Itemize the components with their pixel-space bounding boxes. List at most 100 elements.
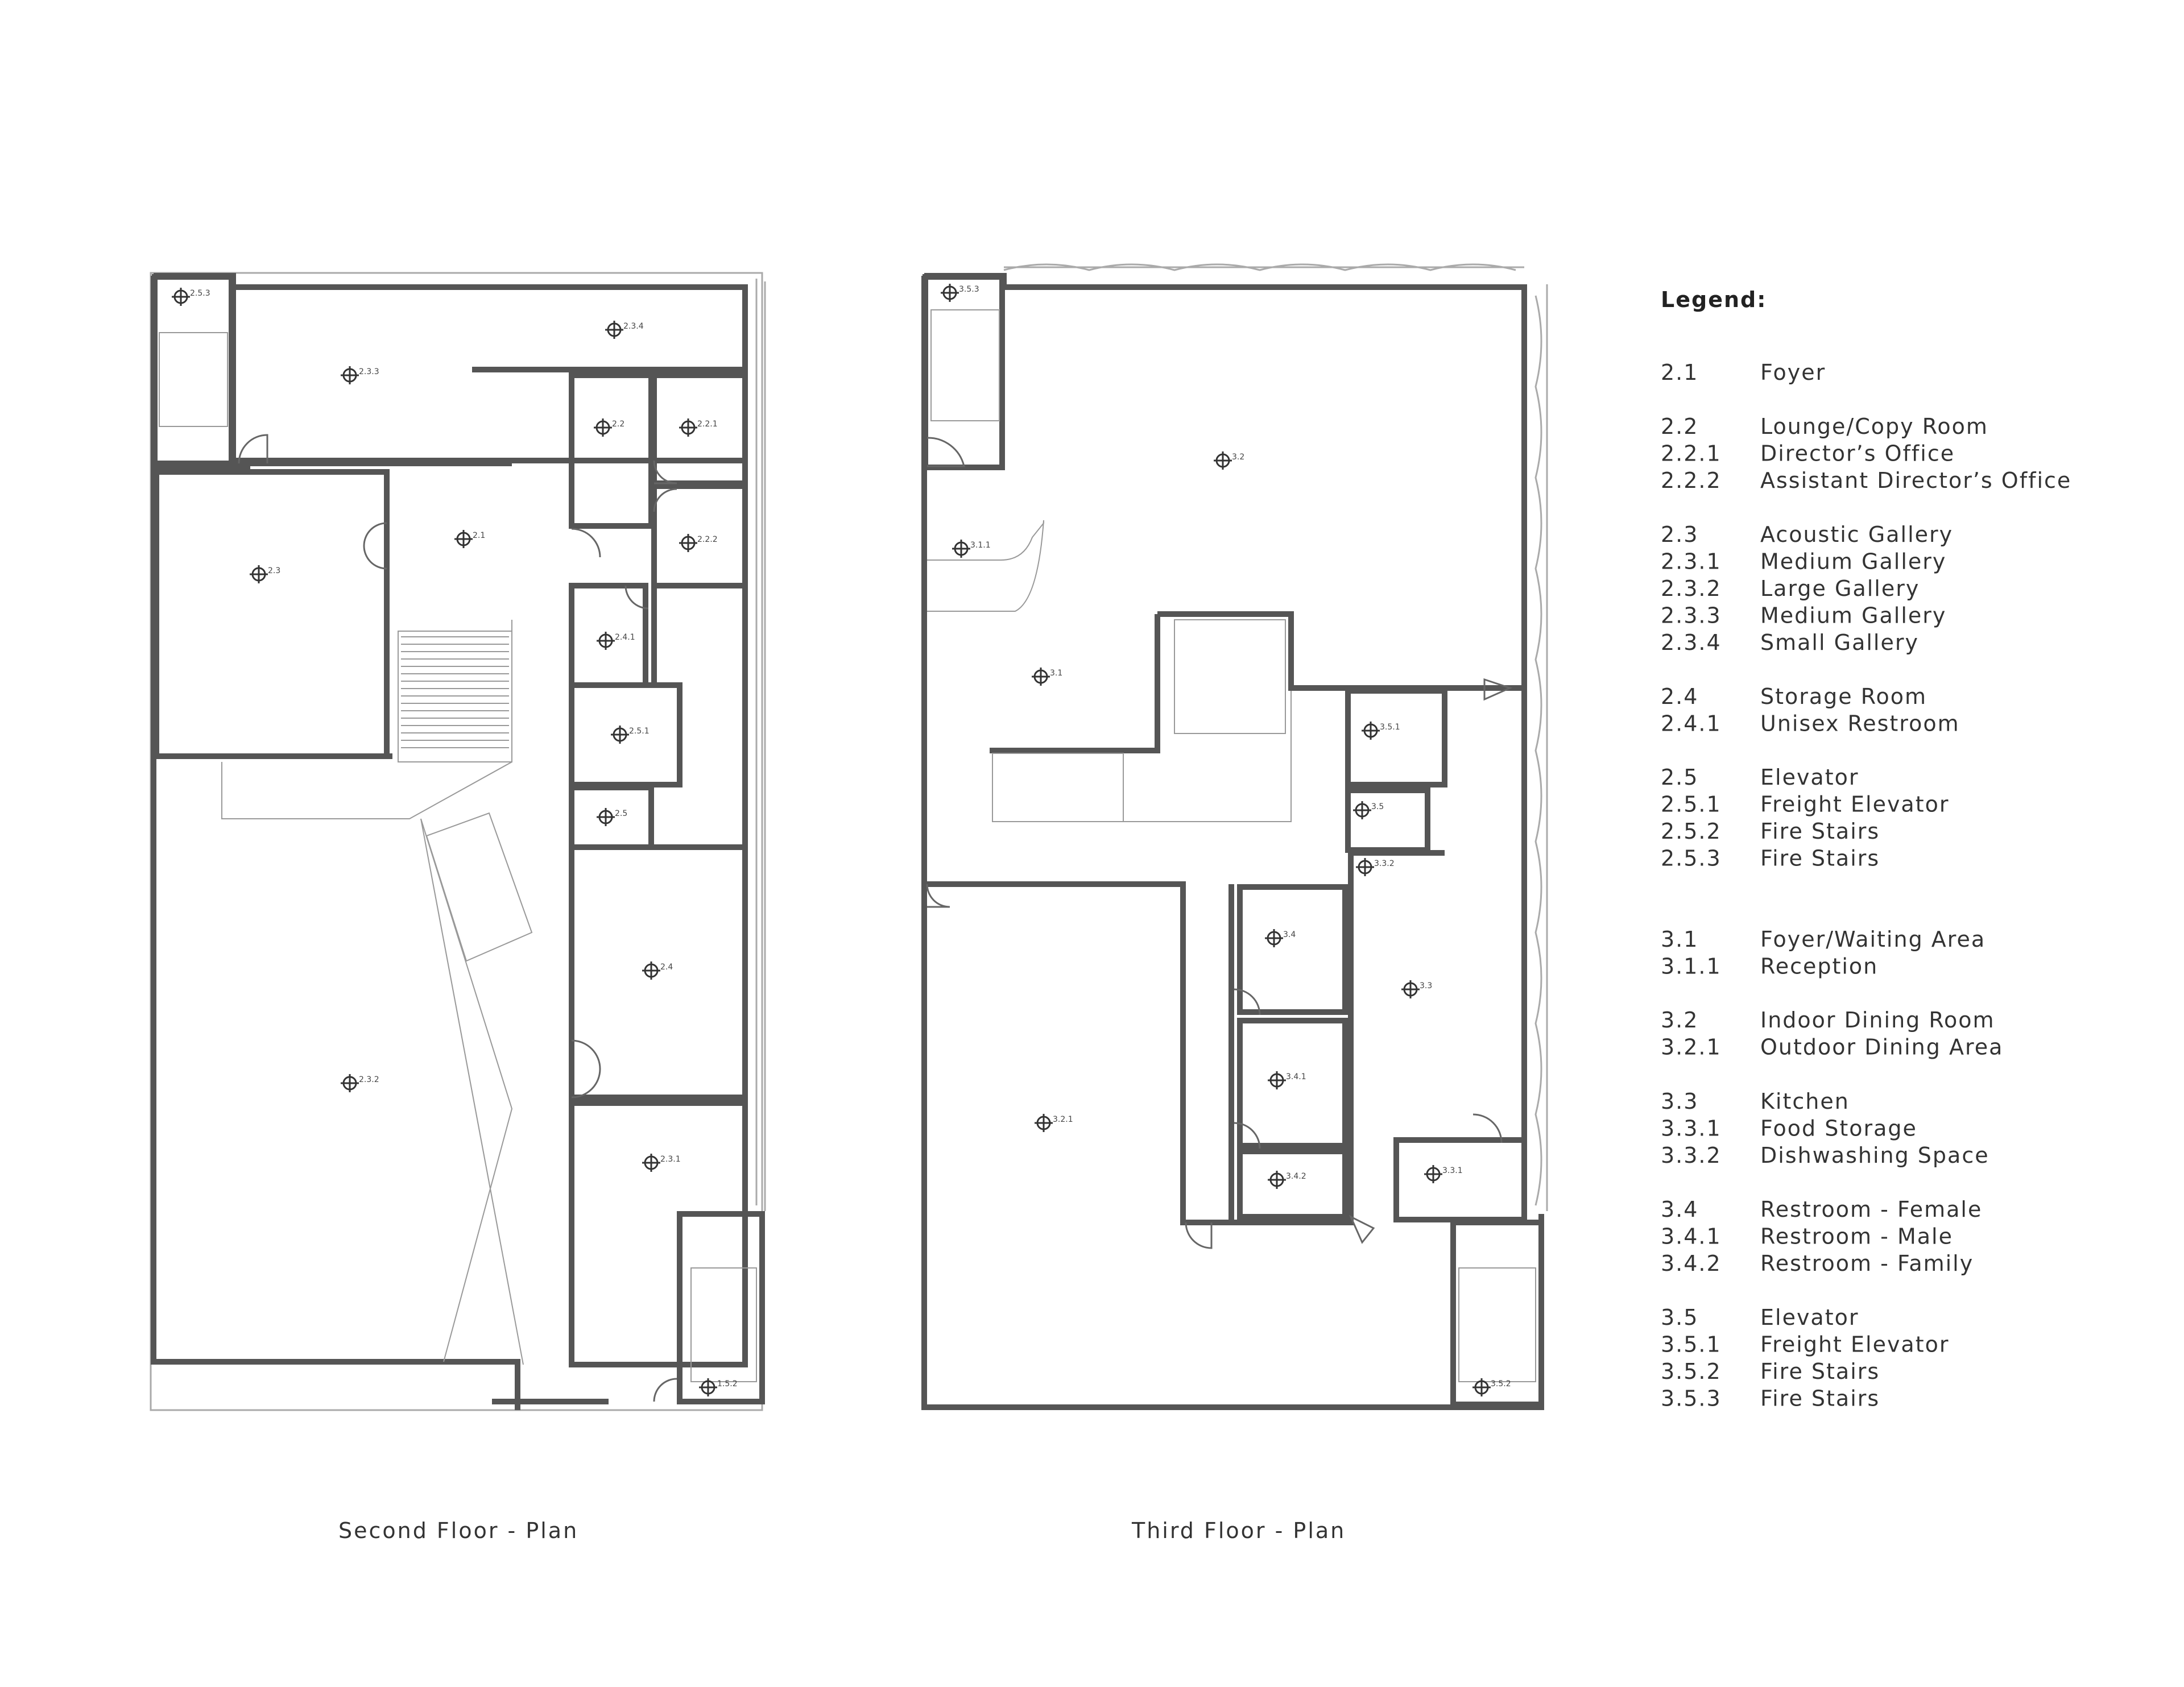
legend-room-number: 2.5.3: [1661, 846, 1722, 871]
legend-room-name: Restroom - Female: [1760, 1197, 1982, 1222]
legend-room-number: 2.2: [1661, 414, 1698, 439]
legend-room-name: Reception: [1760, 954, 1878, 979]
legend-room-name: Fire Stairs: [1760, 1386, 1880, 1411]
room-tag-label: 3.4.2: [1286, 1172, 1306, 1181]
room-tag-35: 3.5: [1353, 801, 1384, 819]
second-floor-plan-title: Second Floor - Plan: [338, 1518, 578, 1543]
legend-room-number: 2.1: [1661, 360, 1698, 385]
legend-row: 2.2.1 Director’s Office: [1661, 441, 1955, 466]
room-tag-label: 2.2.2: [697, 535, 718, 544]
legend-room-name: Restroom - Male: [1760, 1224, 1953, 1249]
legend-room-number: 3.2: [1661, 1008, 1698, 1033]
legend-room-name: Food Storage: [1760, 1116, 1917, 1141]
room-tag-251: 2.5.1: [611, 726, 650, 744]
legend-room-name: Medium Gallery: [1760, 603, 1946, 628]
legend-room-number: 2.5.1: [1661, 792, 1722, 817]
room-tag-label: 2.1: [473, 531, 485, 540]
room-tag-221: 2.2.1: [679, 418, 718, 437]
room-tag-label: 2.4: [660, 963, 673, 972]
second-floor-plan: [150, 272, 766, 1411]
room-tag-23: 2.3: [250, 565, 280, 583]
legend-room-name: Indoor Dining Room: [1760, 1008, 1995, 1033]
legend-group: 3.2 Indoor Dining Room 3.2.1 Outdoor Dining…: [1661, 1008, 2003, 1060]
third-floor-plan: [921, 263, 1548, 1410]
legend-room-name: Unisex Restroom: [1760, 711, 1960, 736]
room-tag-31: 3.1: [1032, 668, 1062, 686]
room-tag-label: 3.3.2: [1374, 859, 1395, 868]
legend-room-name: Freight Elevator: [1760, 792, 1950, 817]
legend-room-number: 3.5.3: [1661, 1386, 1722, 1411]
legend-room-name: Storage Room: [1760, 684, 1927, 709]
legend-room-number: 2.3: [1661, 522, 1698, 547]
legend-row: 3.5.3 Fire Stairs: [1661, 1386, 1880, 1411]
legend-room-number: 3.4: [1661, 1197, 1698, 1222]
legend-room-number: 2.3.1: [1661, 549, 1722, 574]
room-tag-25: 2.5: [597, 808, 627, 826]
room-tag-234: 2.3.4: [605, 321, 644, 339]
legend-row: 2.3.3 Medium Gallery: [1661, 603, 1946, 628]
room-tag-253: 2.5.3: [172, 288, 210, 306]
legend-room-name: Elevator: [1760, 765, 1859, 790]
room-tag-232: 2.3.2: [341, 1074, 379, 1092]
third-floor-rooms: [924, 309, 1544, 1407]
second-floor-rooms: [152, 274, 765, 1404]
room-tag-label: 3.5: [1371, 802, 1384, 811]
room-tag-label: 2.3: [268, 566, 280, 575]
room-tag-241: 2.4.1: [597, 632, 635, 650]
legend-room-name: Restroom - Family: [1760, 1251, 1974, 1276]
third-floor-room-tags: 3.5.33.23.1.13.13.5.13.53.3.23.43.33.4.1…: [941, 284, 1511, 1396]
legend-room-name: Director’s Office: [1760, 441, 1955, 466]
room-tag-231: 2.3.1: [642, 1154, 681, 1172]
legend-room-number: 3.2.1: [1661, 1035, 1722, 1060]
legend-room-name: Assistant Director’s Office: [1760, 468, 2071, 493]
room-tag-label: 2.2.1: [697, 420, 718, 429]
room-tag-label: 2.3.4: [623, 322, 644, 331]
legend-room-number: 3.3: [1661, 1089, 1698, 1114]
legend-room-number: 3.3.1: [1661, 1116, 1722, 1141]
room-tag-label: 3.1: [1050, 669, 1062, 678]
room-tag-label: 3.3: [1420, 981, 1432, 990]
room-tag-label: 2.2: [612, 420, 624, 429]
room-tag-331: 3.3.1: [1424, 1165, 1463, 1183]
room-tag-32: 3.2: [1214, 451, 1244, 470]
room-tag-21: 2.1: [454, 530, 485, 548]
third-floor-plan-title: Third Floor - Plan: [1131, 1518, 1346, 1543]
legend-room-number: 2.3.3: [1661, 603, 1722, 628]
room-tag-label: 2.3.2: [359, 1075, 379, 1084]
legend-room-number: 2.3.2: [1661, 576, 1722, 601]
legend-room-number: 2.2.1: [1661, 441, 1722, 466]
legend-room-name: Fire Stairs: [1760, 819, 1880, 844]
second-floor-outer-walls: [150, 272, 766, 1411]
room-tag-label: 2.5.3: [190, 289, 210, 298]
room-tag-222: 2.2.2: [679, 534, 718, 552]
room-tag-353: 3.5.3: [941, 284, 979, 302]
room-tag-label: 3.2: [1232, 453, 1244, 462]
legend-room-number: 3.3.2: [1661, 1143, 1722, 1168]
legend-room-name: Fire Stairs: [1760, 1359, 1880, 1384]
room-tag-label: 3.4: [1283, 930, 1296, 939]
legend-row: 3.2.1 Outdoor Dining Area: [1661, 1035, 2003, 1060]
legend-room-name: Foyer: [1760, 360, 1826, 385]
legend-room-number: 3.5.1: [1661, 1332, 1722, 1357]
room-tag-342: 3.4.2: [1268, 1171, 1306, 1189]
legend-room-name: Small Gallery: [1760, 630, 1919, 655]
legend-room-name: Outdoor Dining Area: [1760, 1035, 2003, 1060]
